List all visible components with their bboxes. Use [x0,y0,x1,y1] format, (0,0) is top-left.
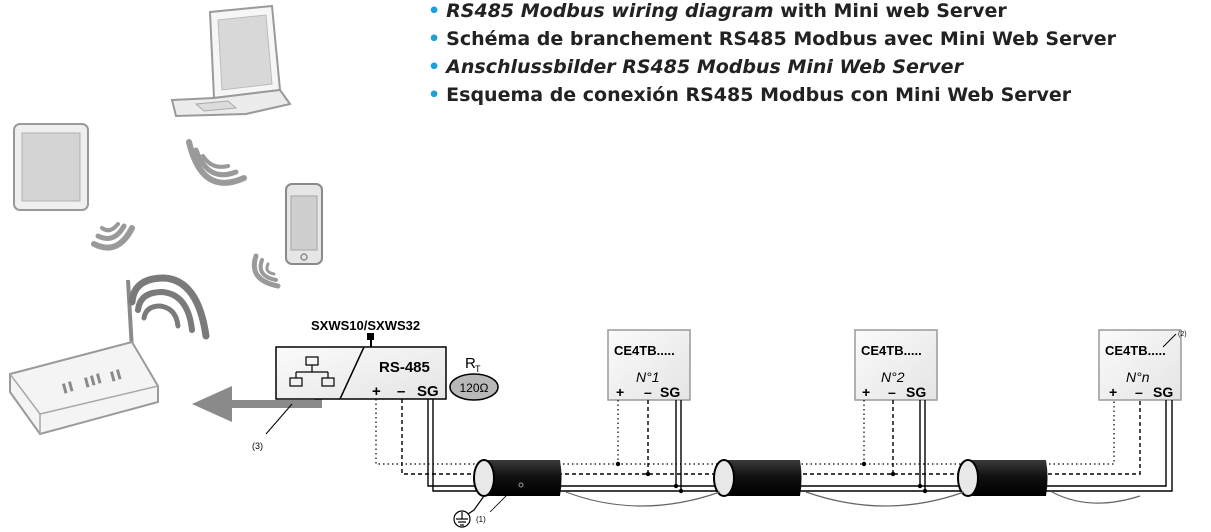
shield-note-leader [489,491,511,513]
title-es-text: Esquema de conexión RS485 Modbus con Min… [446,84,1072,106]
wireless-signal-icon [186,139,247,186]
shielded-cable-1 [473,459,562,497]
bullet-icon: • [428,28,441,50]
device-note: (2) [1178,331,1187,338]
title-en-italic-part: RS485 Modbus wiring diagram [446,0,774,22]
device-1-terminal-plus: + [616,384,624,400]
title-de: •Anschlussbilder RS485 Modbus Mini Web S… [428,56,963,78]
server-terminal-sg: SG [417,383,439,400]
bullet-icon: • [428,84,441,106]
device-2-terminal-sg: SG [906,384,926,400]
wifi-router-icon [9,279,159,436]
web-server-module: SXWS10/SXWS32 RS-485 + – SG [275,318,447,400]
server-terminal-minus: – [397,383,405,400]
bullet-icon: • [428,56,441,78]
ethernet-note-leader [265,403,293,435]
terminator-sub: T [475,364,481,374]
server-terminal-plus: + [372,383,381,400]
device-1-model: CE4TB..... [614,343,675,358]
device-2-terminal-minus: – [888,384,896,400]
ethernet-note: (3) [252,441,263,451]
device-n-terminal-plus: + [1109,384,1117,400]
shielded-cable-3 [957,459,1048,497]
shielded-cable-2 [713,459,802,497]
title-de-text: Anschlussbilder RS485 Modbus Mini Web Se… [446,56,963,78]
shield-note: (1) [476,515,486,524]
terminator-value: 120Ω [460,381,489,395]
device-n: CE4TB..... N°n + – SG [1098,329,1182,401]
device-1: CE4TB..... N°1 + – SG [607,329,691,401]
server-port-label: RS-485 [379,359,430,376]
device-1-terminal-minus: – [644,384,652,400]
smartphone-icon [285,183,323,265]
device-n-model: CE4TB..... [1105,343,1166,358]
wireless-signal-icon [128,274,210,340]
device-2-model: CE4TB..... [861,343,922,358]
title-en: •RS485 Modbus wiring diagram with Mini w… [428,0,1007,22]
tablet-icon [13,123,89,211]
device-1-node: N°1 [636,369,660,385]
laptop-icon [170,4,292,118]
server-model-label: SXWS10/SXWS32 [311,318,420,333]
wireless-signal-icon [91,222,135,251]
device-2-node: N°2 [881,369,905,385]
title-fr-text: Schéma de branchement RS485 Modbus avec … [446,28,1116,50]
device-2-terminal-plus: + [862,384,870,400]
device-1-terminal-sg: SG [660,384,680,400]
terminator-resistor: R T 120Ω [449,355,499,401]
device-2: CE4TB..... N°2 + – SG [854,329,938,401]
title-en-suffix: with Mini web Server [773,0,1007,22]
junction-dots [615,461,928,494]
title-es: •Esquema de conexión RS485 Modbus con Mi… [428,84,1071,106]
network-switch-icon [289,356,335,387]
terminator-label: R [465,355,476,372]
device-n-terminal-minus: – [1135,384,1143,400]
device-n-node: N°n [1126,369,1150,385]
title-fr: •Schéma de branchement RS485 Modbus avec… [428,28,1116,50]
shield-continuity [565,491,1141,507]
bullet-icon: • [428,0,441,22]
device-n-terminal-sg: SG [1153,384,1173,400]
wireless-signal-icon [251,253,281,289]
ground-icon [453,495,485,528]
